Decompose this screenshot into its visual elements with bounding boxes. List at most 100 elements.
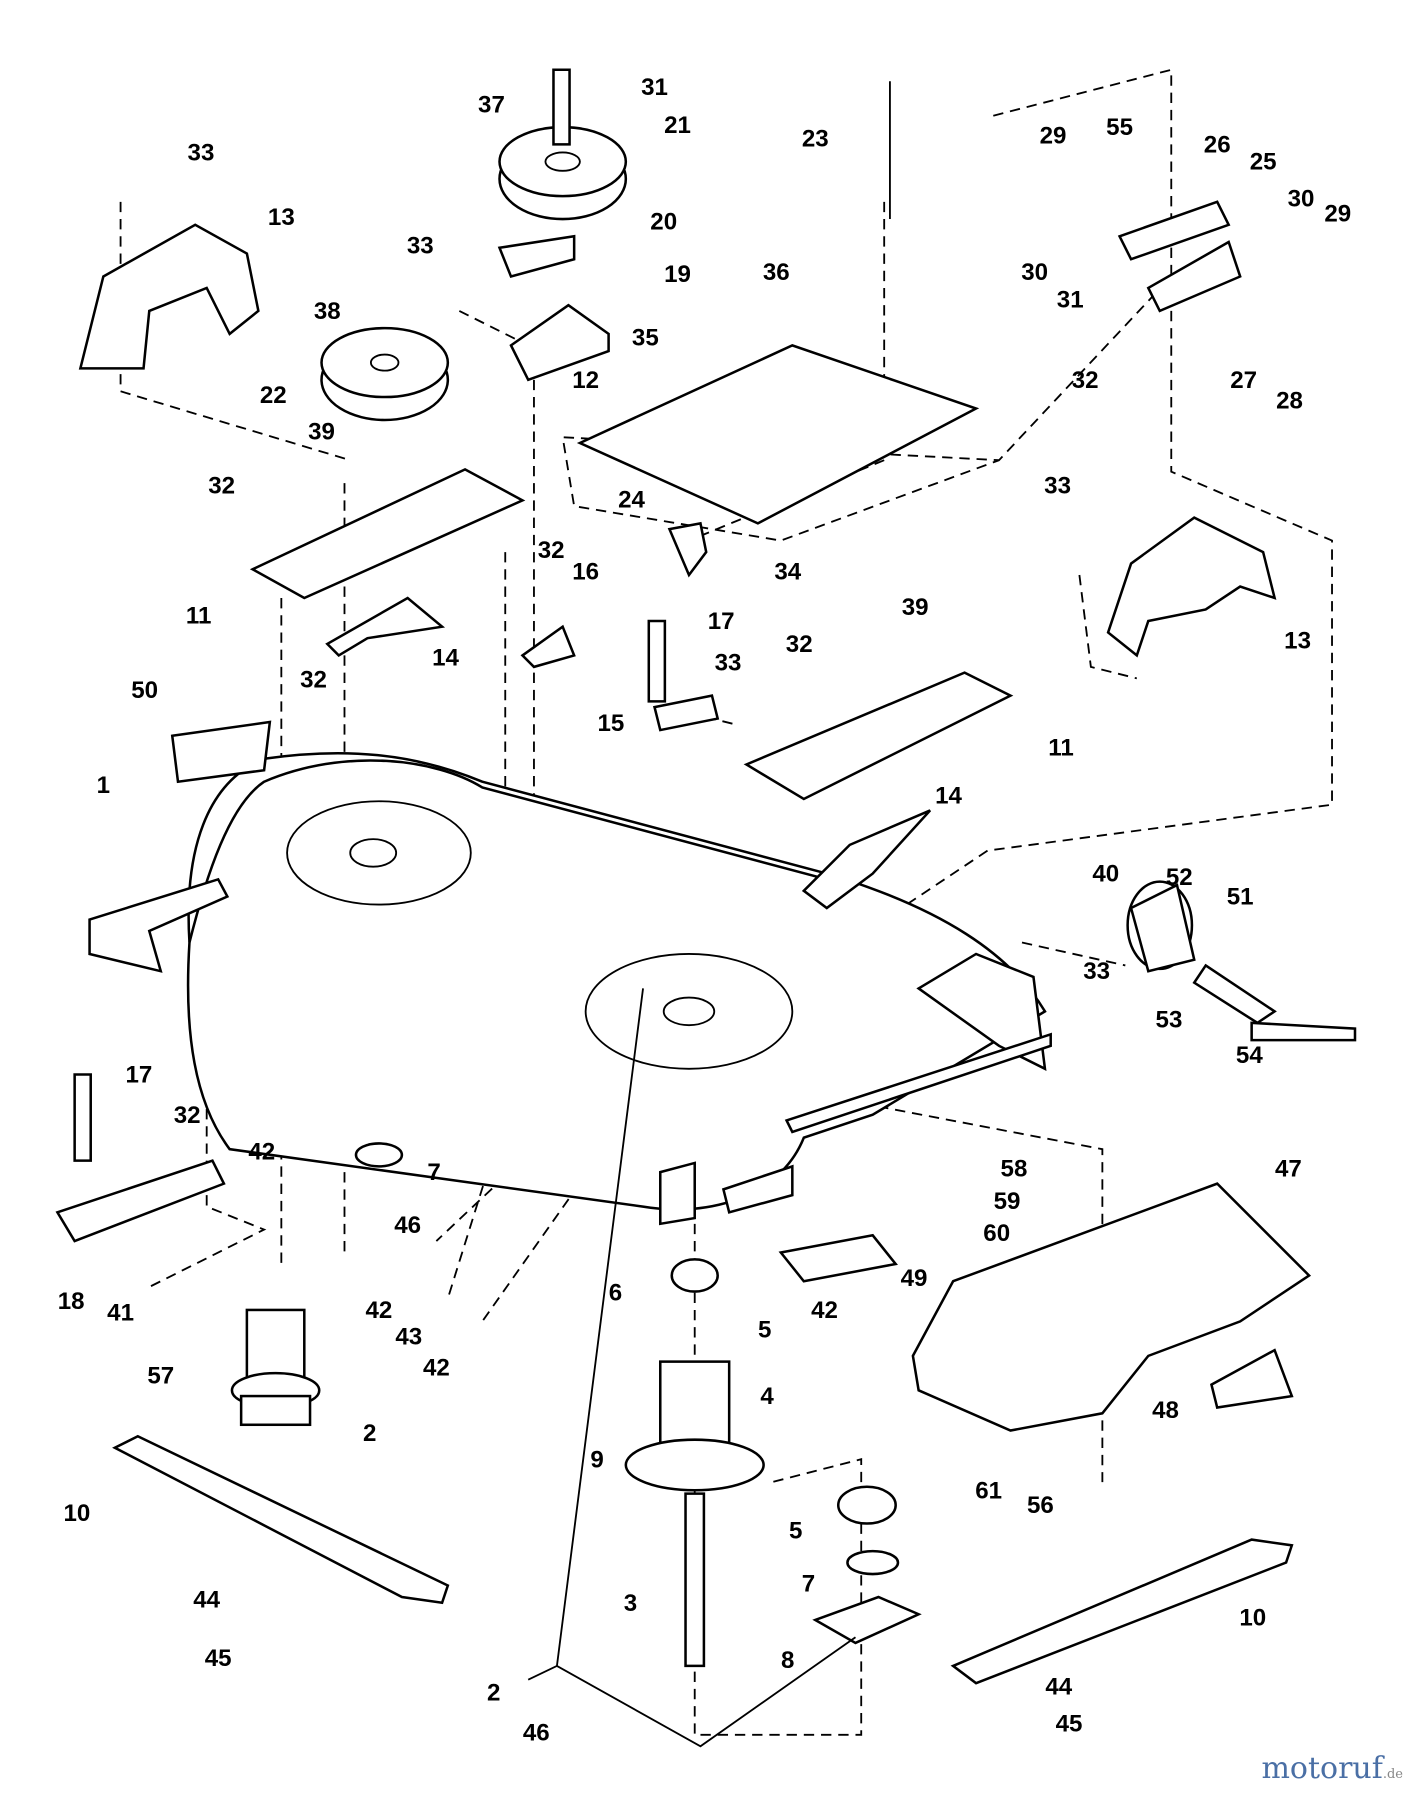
part-label-32: 32	[208, 473, 235, 500]
part-label-52: 52	[1166, 864, 1193, 891]
part-label-18: 18	[58, 1288, 85, 1315]
part-label-30: 30	[1288, 185, 1315, 212]
part-label-11: 11	[186, 602, 212, 629]
part-label-32: 32	[1072, 367, 1099, 394]
part-label-15: 15	[597, 710, 624, 737]
part-label-32: 32	[300, 667, 327, 694]
part-label-7: 7	[802, 1570, 815, 1597]
spindle-plate-11-left	[249, 467, 526, 600]
bracket-25-26	[1117, 200, 1242, 313]
part-label-29: 29	[1040, 122, 1067, 149]
part-label-33: 33	[1083, 958, 1110, 985]
washer-7-left	[354, 1142, 404, 1168]
part-label-32: 32	[538, 537, 565, 564]
blade-10-right	[950, 1538, 1294, 1685]
part-label-59: 59	[994, 1188, 1021, 1215]
part-label-33: 33	[1044, 473, 1071, 500]
part-label-44: 44	[1045, 1674, 1072, 1701]
part-label-14: 14	[935, 783, 962, 810]
part-label-57: 57	[147, 1362, 174, 1389]
part-label-5: 5	[789, 1517, 802, 1544]
part-label-53: 53	[1156, 1006, 1183, 1033]
idler-arm-12	[576, 344, 980, 525]
part-label-58: 58	[1001, 1156, 1028, 1183]
bearing-5	[670, 1258, 719, 1293]
part-label-22: 22	[260, 382, 287, 409]
assembly-bracket-line	[527, 988, 857, 1748]
roller-51	[1126, 880, 1357, 1042]
part-label-17: 17	[708, 608, 735, 635]
part-label-45: 45	[205, 1645, 232, 1672]
part-label-51: 51	[1227, 884, 1254, 911]
part-label-54: 54	[1236, 1042, 1263, 1069]
part-label-13: 13	[268, 204, 295, 231]
spring-17-left	[73, 1073, 92, 1162]
decal-48	[1209, 1348, 1294, 1409]
part-label-39: 39	[902, 594, 929, 621]
watermark: motoruf.de	[1261, 1751, 1403, 1786]
spindle-assembly-left	[230, 1308, 321, 1427]
part-label-50: 50	[131, 677, 158, 704]
spindle-plate-11-right	[743, 671, 1014, 801]
part-label-8: 8	[781, 1647, 794, 1674]
part-label-2: 2	[487, 1679, 500, 1706]
part-label-39: 39	[308, 419, 335, 446]
decal-49	[778, 1233, 898, 1283]
bracket-13-right	[1106, 516, 1277, 658]
part-label-25: 25	[1250, 149, 1277, 176]
part-label-37: 37	[478, 91, 505, 118]
part-label-7: 7	[427, 1159, 440, 1186]
part-label-13: 13	[1284, 628, 1311, 655]
part-label-43: 43	[395, 1323, 422, 1350]
part-label-27: 27	[1230, 367, 1257, 394]
part-label-48: 48	[1152, 1397, 1179, 1424]
part-label-16: 16	[572, 559, 599, 586]
part-label-20: 20	[650, 208, 677, 235]
part-label-60: 60	[983, 1220, 1010, 1247]
bracket-16	[520, 624, 576, 669]
part-label-33: 33	[407, 233, 434, 260]
part-label-33: 33	[188, 139, 215, 166]
part-label-1: 1	[97, 772, 110, 799]
spacer-8	[812, 1595, 922, 1645]
part-label-42: 42	[423, 1354, 450, 1381]
part-label-32: 32	[786, 631, 813, 658]
idler-pulley-21	[498, 68, 628, 221]
part-label-10: 10	[64, 1500, 91, 1527]
part-label-21: 21	[664, 112, 691, 139]
mower-deck	[88, 751, 1052, 1226]
part-label-45: 45	[1056, 1710, 1083, 1737]
part-label-4: 4	[760, 1383, 774, 1410]
part-label-5: 5	[758, 1317, 771, 1344]
washer-7	[846, 1549, 900, 1576]
link-24	[667, 521, 708, 578]
part-label-28: 28	[1276, 388, 1303, 415]
watermark-suffix: .de	[1382, 1767, 1403, 1782]
part-label-12: 12	[572, 367, 599, 394]
part-label-55: 55	[1106, 114, 1133, 141]
part-label-44: 44	[193, 1586, 220, 1613]
part-label-33: 33	[715, 649, 742, 676]
bearing-5b	[836, 1485, 897, 1525]
blade-arm-14-left	[325, 596, 446, 658]
part-label-38: 38	[314, 298, 341, 325]
part-label-9: 9	[590, 1446, 603, 1473]
part-label-56: 56	[1027, 1492, 1054, 1519]
part-label-17: 17	[126, 1062, 153, 1089]
part-label-35: 35	[632, 324, 659, 351]
blade-10-left	[112, 1434, 450, 1605]
bracket-13-left	[78, 223, 260, 370]
watermark-name: motoruf	[1261, 1751, 1383, 1786]
part-label-41: 41	[107, 1299, 134, 1326]
part-label-3: 3	[624, 1590, 637, 1617]
part-label-42: 42	[366, 1297, 393, 1324]
blade-arm-14-right	[801, 809, 932, 910]
decal-50	[170, 720, 272, 784]
part-label-34: 34	[774, 559, 801, 586]
part-label-42: 42	[248, 1139, 275, 1166]
part-label-10: 10	[1239, 1605, 1266, 1632]
part-label-2: 2	[363, 1420, 376, 1447]
part-label-19: 19	[664, 261, 691, 288]
part-label-26: 26	[1204, 131, 1231, 158]
